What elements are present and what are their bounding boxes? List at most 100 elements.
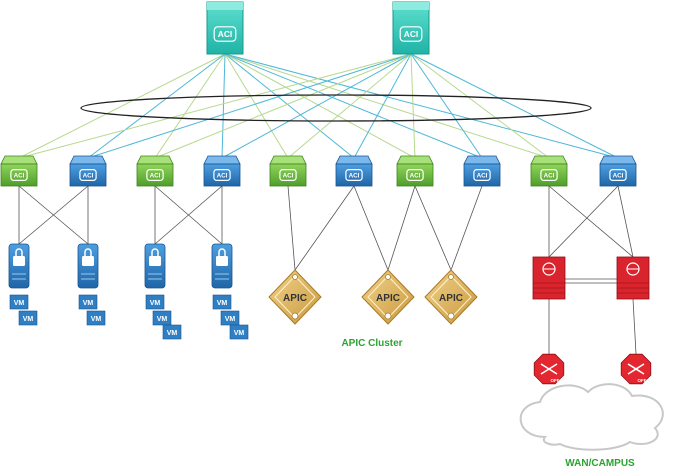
apic-diamond — [424, 269, 478, 325]
spine-logo-frame — [399, 26, 423, 42]
leaf-logo-frame — [146, 169, 164, 182]
leaf-switch: ACI — [269, 155, 307, 187]
server-lock-shackle — [84, 248, 92, 256]
apic-status-dot — [447, 312, 455, 320]
leaf-apic-link — [414, 185, 452, 271]
firewall-node — [616, 256, 650, 300]
vm-tile: VM — [9, 294, 29, 310]
router-layer: OFF OFF — [533, 353, 652, 385]
leaf-body — [599, 163, 637, 187]
spine-leaf-link — [224, 53, 355, 159]
router-arrows-icon — [627, 363, 645, 375]
vm-label: VM — [234, 330, 245, 337]
leaf-logo-frame — [473, 169, 491, 182]
vm-box — [162, 324, 182, 340]
spine-leaf-link — [154, 53, 412, 159]
apic-status-dot — [291, 312, 299, 320]
leaf-top — [203, 155, 241, 165]
leaf-body — [335, 163, 373, 187]
wan-cloud — [519, 383, 664, 451]
vm-tile: VM — [212, 294, 232, 310]
vm-label: VM — [167, 330, 178, 337]
leaf-apic-link — [287, 185, 296, 271]
wan-campus-label: WAN/CAMPUS — [565, 458, 635, 469]
leaf-switch: ACI — [599, 155, 637, 187]
firewall-layer — [532, 256, 650, 300]
apic-diamond — [361, 269, 415, 325]
spine-leaf-link — [18, 53, 412, 159]
leaf-logo-frame — [609, 169, 627, 182]
leaf-logo-text: ACI — [217, 172, 228, 179]
vm-tile: VM — [18, 310, 38, 326]
leaf-logo-text: ACI — [83, 172, 94, 179]
leaf-body — [269, 163, 307, 187]
apic-status-dot — [385, 274, 391, 280]
spine-top-panel — [393, 2, 429, 10]
server-lock-icon — [82, 256, 94, 266]
server-node — [8, 243, 30, 289]
leaf-server-link — [18, 185, 89, 245]
leaf-logo-text: ACI — [477, 172, 488, 179]
leaves-layer: ACI ACI ACI ACI ACI ACI ACI ACI ACI ACI — [0, 155, 637, 187]
leaf-logo-text: ACI — [613, 172, 624, 179]
leaf-logo-frame — [10, 169, 28, 182]
router-badge: OFF — [551, 378, 560, 383]
leaf-top — [0, 155, 38, 165]
leaf-top — [463, 155, 501, 165]
apic-status-dot — [448, 274, 454, 280]
leaf-logo-text: ACI — [410, 172, 421, 179]
vm-tile: VM — [162, 324, 182, 340]
leaf-body — [463, 163, 501, 187]
router-node: OFF — [533, 353, 565, 385]
vm-box — [152, 310, 172, 326]
spine-leaf-link — [154, 53, 226, 159]
spine-leaf-link — [224, 53, 416, 159]
vm-box — [9, 294, 29, 310]
spine-switch: ACI — [206, 1, 244, 55]
fabric-ellipse — [80, 94, 592, 122]
leaf-server-link — [154, 185, 223, 245]
leaf-logo-text: ACI — [349, 172, 360, 179]
apic-diamond — [268, 269, 322, 325]
spine-leaf-link — [224, 53, 619, 159]
spine-leaf-link — [87, 53, 412, 159]
spine-switch: ACI — [392, 1, 430, 55]
leaf-top — [396, 155, 434, 165]
server-node — [211, 243, 233, 289]
firewall-body — [616, 256, 650, 300]
leaf-body — [136, 163, 174, 187]
server-lock-icon — [216, 256, 228, 266]
vm-tile: VM — [152, 310, 172, 326]
servers-layer — [8, 243, 233, 289]
spine-logo-text: ACI — [404, 29, 418, 39]
leaf-top — [269, 155, 307, 165]
spine-leaf-link — [221, 53, 412, 159]
spine-body — [206, 1, 244, 55]
vm-label: VM — [150, 300, 161, 307]
leaf-switch: ACI — [203, 155, 241, 187]
spine-leaf-link — [410, 53, 550, 159]
leaf-top — [599, 155, 637, 165]
spine-leaf-link — [410, 53, 483, 159]
vm-tile: VM — [229, 324, 249, 340]
spine-leaf-link — [353, 53, 412, 159]
apic-controller: APIC — [268, 269, 322, 325]
leaf-logo-text: ACI — [150, 172, 161, 179]
leaf-switch: ACI — [335, 155, 373, 187]
server-lock-icon — [149, 256, 161, 266]
leaf-logo-frame — [345, 169, 363, 182]
leaf-top — [530, 155, 568, 165]
leaf-firewall-link — [617, 185, 634, 258]
leaf-switch: ACI — [0, 155, 38, 187]
vm-label: VM — [225, 316, 236, 323]
leaf-switch: ACI — [530, 155, 568, 187]
spine-leaf-link — [410, 53, 416, 159]
vm-tile: VM — [86, 310, 106, 326]
vm-box — [145, 294, 165, 310]
spine-leaf-link — [224, 53, 550, 159]
spine-leaf-link — [410, 53, 619, 159]
router-node: OFF — [620, 353, 652, 385]
vm-label: VM — [157, 316, 168, 323]
